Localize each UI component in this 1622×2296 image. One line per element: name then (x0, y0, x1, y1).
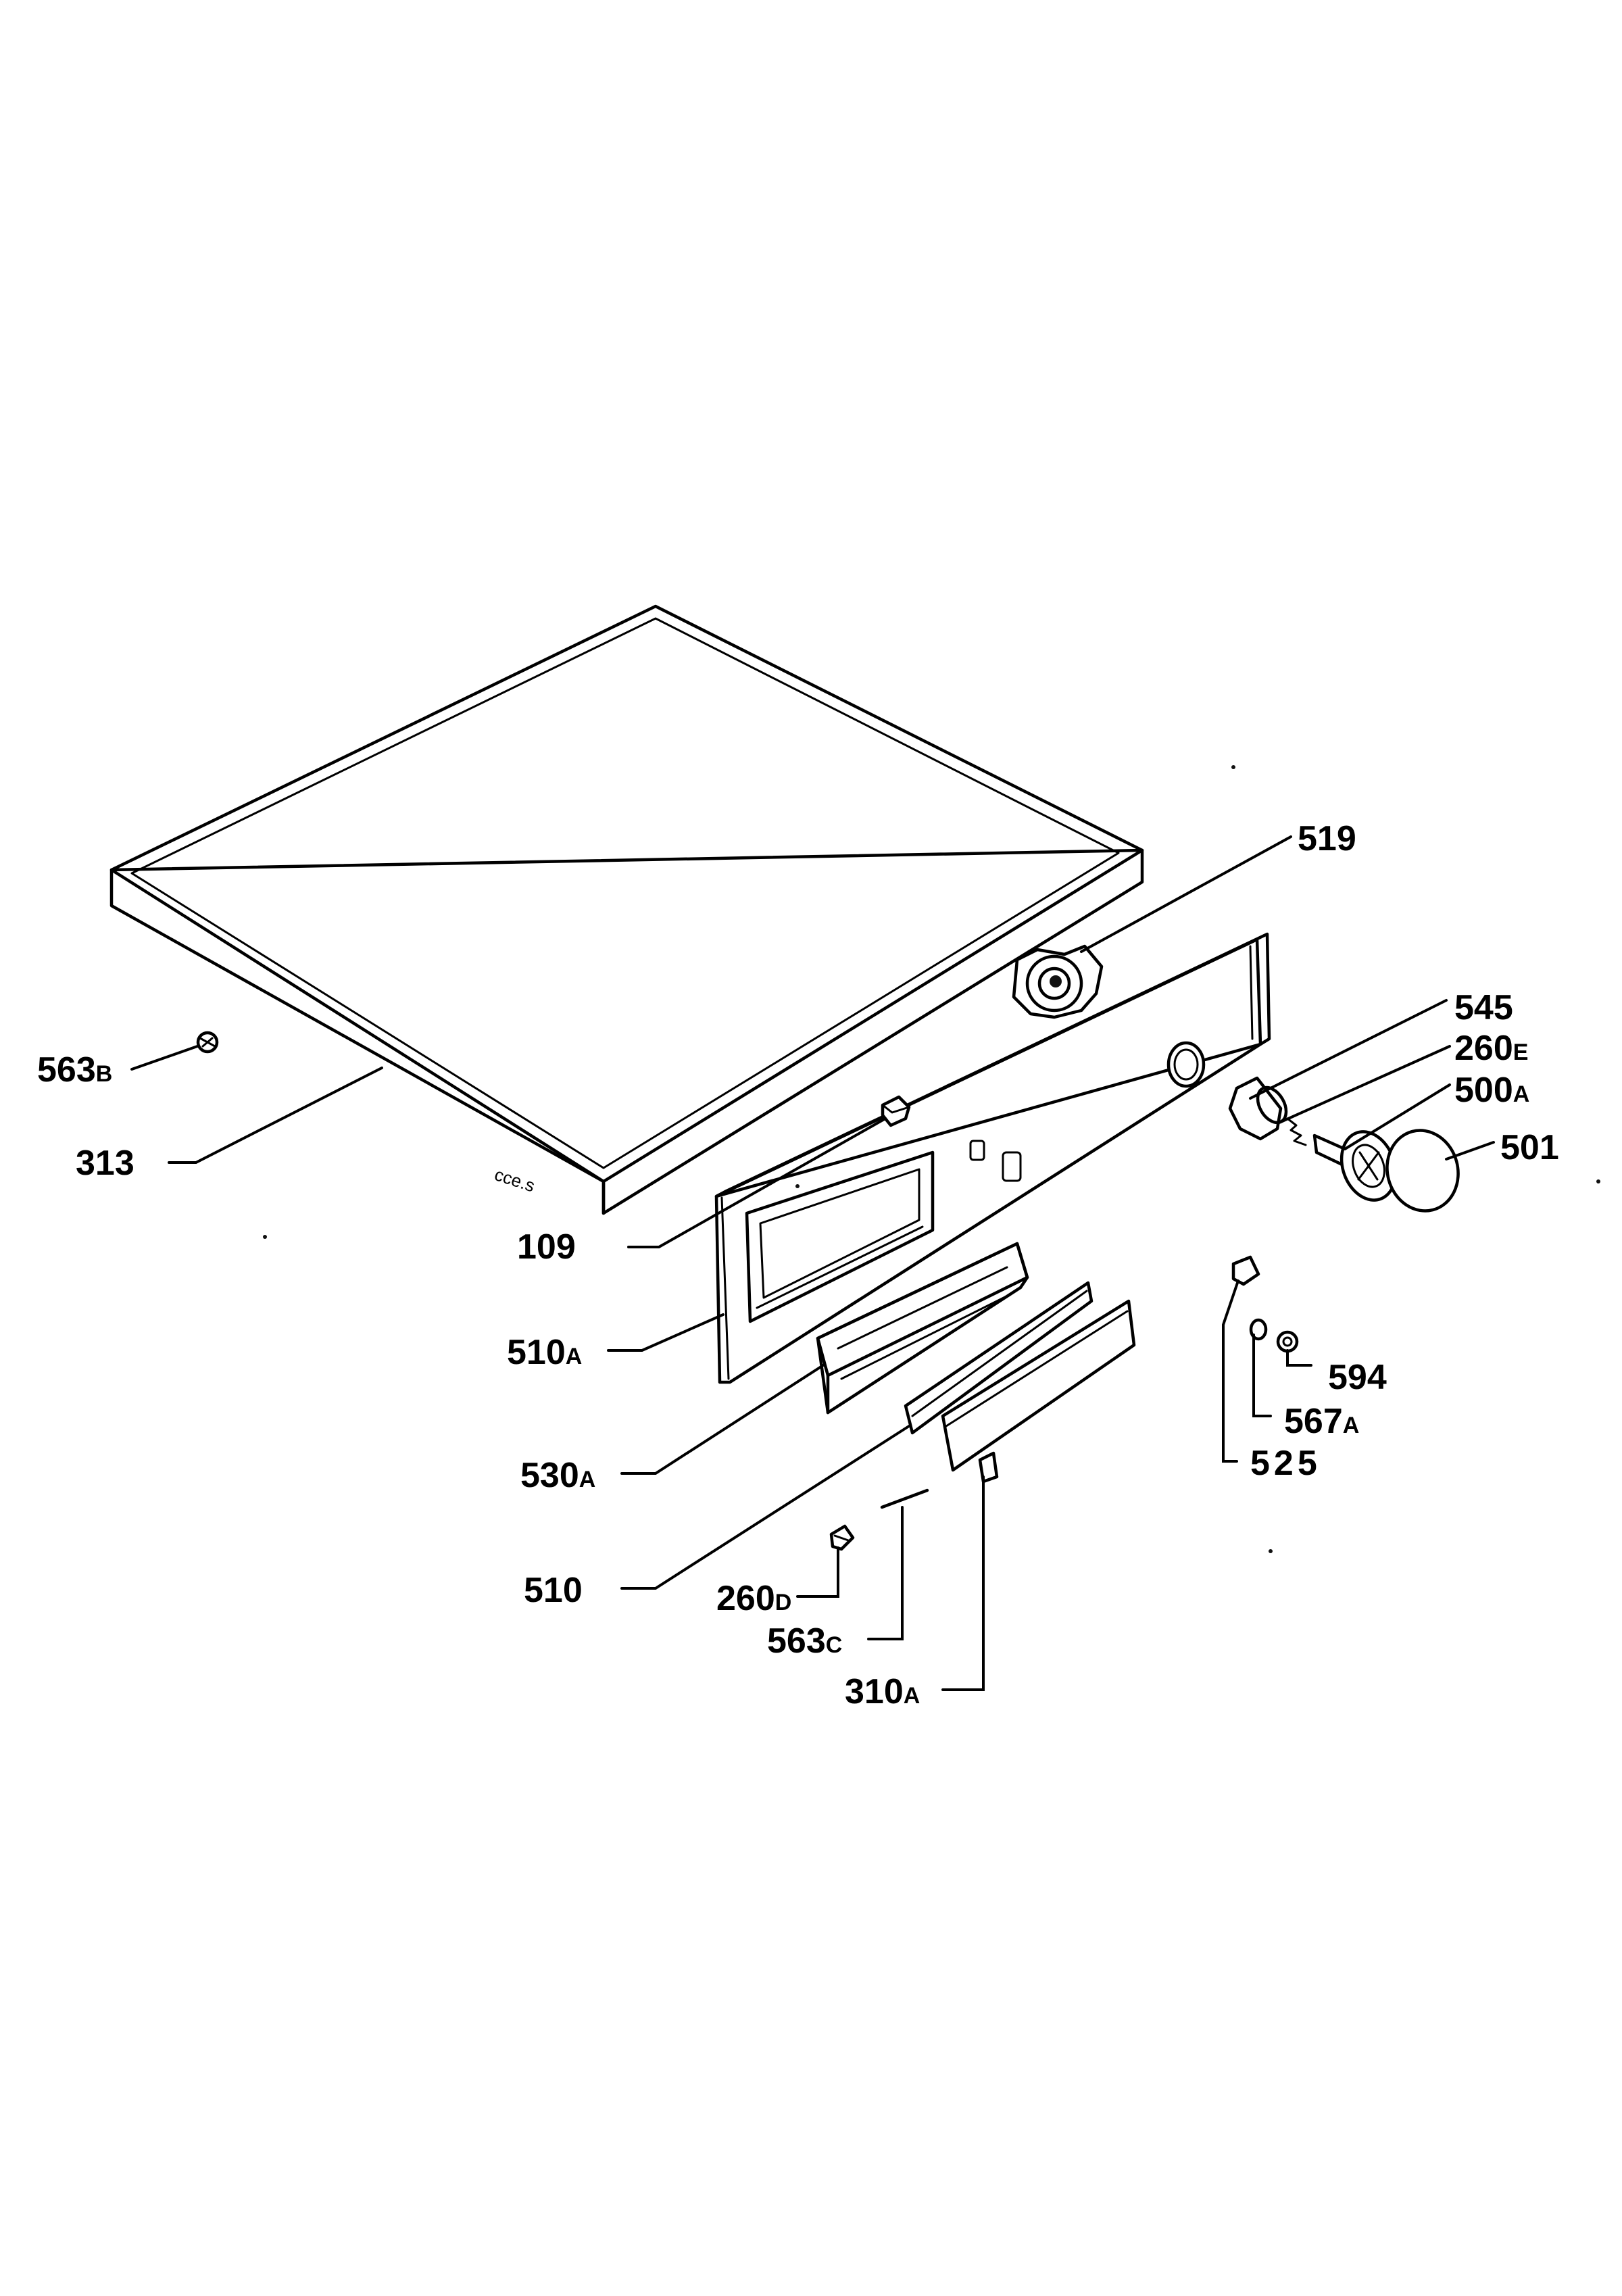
dispenser-opening (745, 1150, 935, 1323)
label-525: 525 (1250, 1444, 1321, 1483)
cover-310A (941, 1299, 1136, 1484)
knob-cap-501 (1385, 1129, 1460, 1213)
label-563B: 563B (37, 1050, 112, 1090)
label-567A: 567A (1284, 1402, 1359, 1441)
leader-lines (130, 835, 1495, 1691)
label-260E: 260E (1454, 1029, 1528, 1068)
label-313: 313 (76, 1144, 134, 1183)
screw-563B (196, 1031, 219, 1054)
label-545: 545 (1454, 988, 1513, 1027)
fascia-strip-510 (904, 1281, 1093, 1435)
label-519: 519 (1298, 819, 1356, 858)
label-510: 510 (524, 1571, 583, 1610)
label-109: 109 (517, 1227, 576, 1267)
label-500A: 500A (1454, 1071, 1529, 1110)
label-594: 594 (1328, 1358, 1387, 1397)
worktop-panel-313 (109, 604, 1144, 1215)
bushing-545 (1228, 1076, 1288, 1141)
part-labels: 519 545 260E 500A 501 563B 313 109 510A … (37, 819, 1559, 1711)
clip-109 (881, 1095, 911, 1127)
scan-dots (263, 765, 1600, 1553)
panel-switch-holes (969, 1140, 1022, 1182)
label-530A: 530A (520, 1456, 595, 1495)
label-260D: 260D (716, 1579, 791, 1618)
lamp-holder-525 (1231, 1255, 1260, 1286)
knob-hole (1166, 1041, 1206, 1088)
label-501: 501 (1500, 1128, 1559, 1167)
label-563C: 563C (767, 1621, 842, 1661)
nut-594 (1276, 1330, 1299, 1353)
programme-dial-519 (1012, 944, 1104, 1019)
pin-563C (880, 1488, 929, 1509)
panel-scribble-text: cce.s (492, 1164, 537, 1196)
label-310A: 310A (845, 1672, 920, 1711)
clip-260D (829, 1524, 855, 1551)
spring-260E (1286, 1117, 1307, 1146)
label-510A: 510A (507, 1333, 582, 1372)
dispenser-drawer-530A (816, 1242, 1029, 1415)
